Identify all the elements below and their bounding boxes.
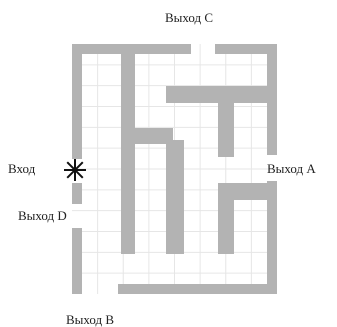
inner-wall-7 — [234, 183, 267, 200]
outer-wall-right-lower — [267, 181, 277, 294]
inner-wall-1 — [121, 54, 135, 254]
inner-wall-6 — [218, 183, 234, 254]
outer-wall-left-upper — [72, 44, 82, 159]
entrance-label: Вход — [8, 161, 36, 176]
outer-wall-left-middle — [72, 183, 82, 204]
maze-walls — [72, 44, 277, 294]
inner-wall-3 — [166, 140, 184, 254]
exit-c-label: Выход C — [165, 10, 214, 25]
inner-wall-5 — [218, 103, 234, 157]
outer-wall-top-right — [215, 44, 277, 54]
outer-wall-left-lower — [72, 228, 82, 294]
exit-b-label: Выход B — [66, 312, 115, 327]
outer-wall-top-left — [72, 44, 191, 54]
inner-wall-4 — [166, 86, 267, 103]
inner-wall-2 — [135, 128, 173, 144]
outer-wall-right-upper — [267, 44, 277, 155]
exit-a-label: Выход A — [267, 161, 316, 176]
outer-wall-bottom — [118, 284, 277, 294]
exit-d-label: Выход D — [18, 208, 67, 223]
entrance-marker-icon — [64, 159, 86, 181]
entrance-marker-stroke — [66, 161, 84, 179]
